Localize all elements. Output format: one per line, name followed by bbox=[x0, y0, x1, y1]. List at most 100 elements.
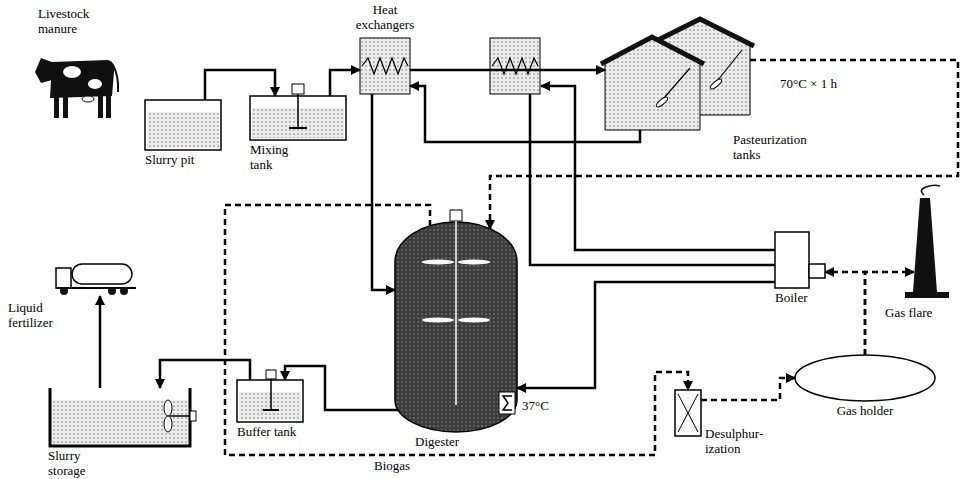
slurry-pipe bbox=[160, 360, 250, 388]
slurry-pipe bbox=[410, 86, 640, 142]
slurry-pipe bbox=[99, 296, 102, 388]
label-slot: Liquid fertilizer bbox=[8, 300, 70, 330]
boiler: Boiler bbox=[775, 232, 825, 288]
digester-vessel bbox=[395, 210, 517, 432]
slurry-storage: Slurry storage bbox=[50, 388, 190, 446]
slurry-pit-tank bbox=[145, 100, 221, 150]
slurry-pit-tank bbox=[147, 112, 219, 148]
heat-exchanger-symbol bbox=[490, 38, 540, 94]
tanker-truck-figure bbox=[72, 264, 132, 284]
slurry-storage-basin bbox=[190, 411, 196, 421]
cow-figure bbox=[88, 79, 102, 89]
slurry-storage-basin bbox=[170, 415, 190, 417]
cow-figure bbox=[63, 66, 81, 78]
boiler-unit bbox=[775, 232, 809, 288]
slurry-pit: Slurry pit bbox=[145, 100, 221, 150]
node-label: Digester bbox=[415, 434, 459, 449]
flare-stack bbox=[921, 185, 940, 195]
flare-stack bbox=[913, 198, 937, 292]
pasteurization-houses bbox=[709, 78, 723, 91]
label-slot: Desulphur- ization bbox=[705, 426, 773, 456]
gas-holder-vessel bbox=[795, 355, 935, 401]
mixing-tank-vessel bbox=[289, 127, 307, 129]
digester: Digester37°C bbox=[395, 222, 517, 432]
tanker-truck: Liquid fertilizer bbox=[55, 262, 140, 296]
pasteurization-tanks: 70°C × 1 hPasteurization tanks bbox=[605, 18, 750, 130]
tanker-truck-figure bbox=[120, 287, 128, 295]
slurry-pipe bbox=[517, 282, 775, 388]
cow-figure bbox=[35, 58, 118, 118]
buffer-tank-vessel bbox=[266, 370, 276, 379]
tanker-truck-figure bbox=[56, 268, 71, 288]
slurry-pipe bbox=[285, 366, 398, 410]
mixing-tank-vessel bbox=[250, 84, 346, 140]
buffer-tank-vessel bbox=[263, 409, 279, 411]
digester-vessel bbox=[422, 260, 454, 265]
node-label: Liquid fertilizer bbox=[8, 300, 53, 330]
flare-stack bbox=[905, 185, 949, 298]
buffer-tank: Buffer tank bbox=[237, 380, 303, 422]
label-slot: Mixing tank bbox=[250, 142, 300, 172]
buffer-tank-vessel bbox=[239, 392, 301, 420]
tanker-truck-figure bbox=[60, 287, 68, 295]
node-label: 37°C bbox=[522, 398, 549, 413]
node-label: Pasteurization tanks bbox=[733, 132, 807, 162]
biogas-pipe bbox=[225, 205, 688, 455]
buffer-tank-vessel bbox=[237, 370, 303, 422]
pasteurization-houses bbox=[601, 19, 754, 130]
biogas-pipe bbox=[490, 60, 958, 229]
node-label: Gas flare bbox=[885, 305, 932, 320]
pasteurization-houses bbox=[601, 37, 704, 64]
biogas-pipe bbox=[825, 272, 865, 355]
mixing-tank-vessel bbox=[297, 94, 299, 128]
node-label: Desulphur- ization bbox=[705, 426, 763, 456]
slurry-pit-tank bbox=[145, 100, 221, 150]
desulphurization-column bbox=[675, 390, 701, 436]
boiler-unit bbox=[809, 264, 825, 278]
digester-vessel bbox=[503, 396, 512, 410]
label-slot: Heat exchangers bbox=[348, 2, 422, 32]
slurry-storage-basin bbox=[164, 400, 172, 416]
digester-vessel bbox=[450, 210, 462, 221]
manure-source: Livestock manure bbox=[38, 48, 122, 122]
buffer-tank-vessel bbox=[270, 379, 272, 410]
heat-exchanger-symbol bbox=[362, 58, 408, 74]
slurry-pipe bbox=[205, 70, 275, 100]
node-label: Heat exchangers bbox=[356, 2, 414, 32]
cow-figure bbox=[50, 60, 114, 98]
gas-holder: Gas holder bbox=[795, 355, 935, 401]
label-slot: 70°C × 1 h bbox=[780, 76, 880, 91]
node-label: Gas holder bbox=[837, 403, 894, 418]
node-label: Livestock manure bbox=[38, 6, 89, 36]
digester-vessel bbox=[395, 222, 517, 432]
buffer-tank-vessel bbox=[237, 380, 303, 422]
pasteurization-houses bbox=[718, 50, 742, 80]
cow-figure bbox=[54, 96, 59, 118]
cow-figure bbox=[98, 96, 103, 118]
pasteurization-houses bbox=[664, 68, 690, 98]
tanker-truck-figure bbox=[56, 264, 136, 295]
cow-figure bbox=[113, 65, 118, 92]
node-label: Boiler bbox=[775, 290, 808, 305]
heat-exchanger-symbol bbox=[492, 58, 538, 74]
gas-holder-vessel bbox=[795, 355, 935, 401]
boiler-unit bbox=[775, 232, 825, 288]
label-slot: Gas flare bbox=[885, 305, 949, 320]
label-slot: 37°C bbox=[522, 398, 572, 413]
heat-exchanger-symbol bbox=[490, 38, 540, 94]
label-slot: Livestock manure bbox=[38, 6, 108, 36]
slurry-pipe bbox=[410, 69, 605, 72]
slurry-storage-basin bbox=[50, 388, 190, 446]
label-slot: Pasteurization tanks bbox=[733, 132, 833, 162]
cow-figure bbox=[82, 96, 94, 102]
mixing-tank-vessel bbox=[292, 84, 304, 94]
edge-label-slot: Biogas bbox=[372, 458, 412, 473]
node-label: 70°C × 1 h bbox=[780, 76, 837, 91]
cow-figure bbox=[63, 96, 68, 118]
label-slot: Buffer tank bbox=[237, 424, 317, 439]
node-label: Slurry storage bbox=[48, 448, 86, 478]
desulphurization-column bbox=[678, 394, 698, 432]
